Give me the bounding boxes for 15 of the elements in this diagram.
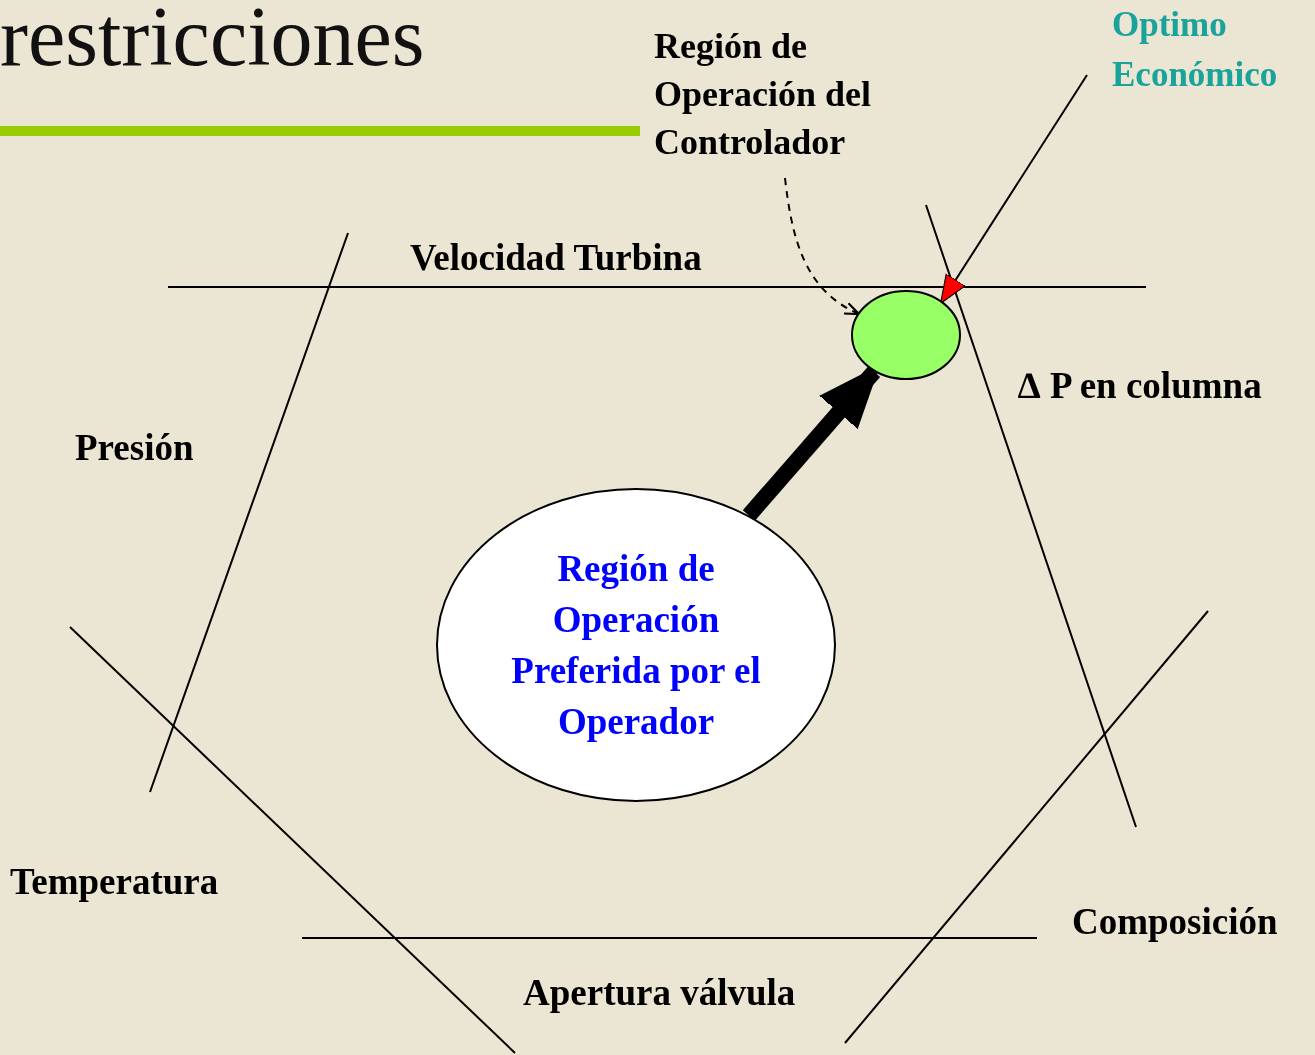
constraint-label: Presión xyxy=(75,426,194,469)
constraint-label: Apertura válvula xyxy=(523,971,796,1014)
arrow xyxy=(784,177,860,316)
arrow xyxy=(940,74,1088,304)
constraint-label: ∆ P en columna xyxy=(1018,364,1262,407)
region-circle xyxy=(851,290,961,380)
constraint-label: Temperatura xyxy=(10,860,219,903)
annotation-text: Optimo Económico xyxy=(1112,0,1315,100)
constraint-label: Velocidad Turbina xyxy=(410,236,702,279)
title-text: restricciones xyxy=(0,0,425,85)
region-text: Región de Operación Preferida por el Operador xyxy=(510,546,762,745)
arrow xyxy=(742,365,881,521)
constraint-label: Composición xyxy=(1072,900,1278,943)
annotation-text: Región de Operación del Controlador xyxy=(654,22,954,166)
region-ellipse xyxy=(436,488,836,802)
